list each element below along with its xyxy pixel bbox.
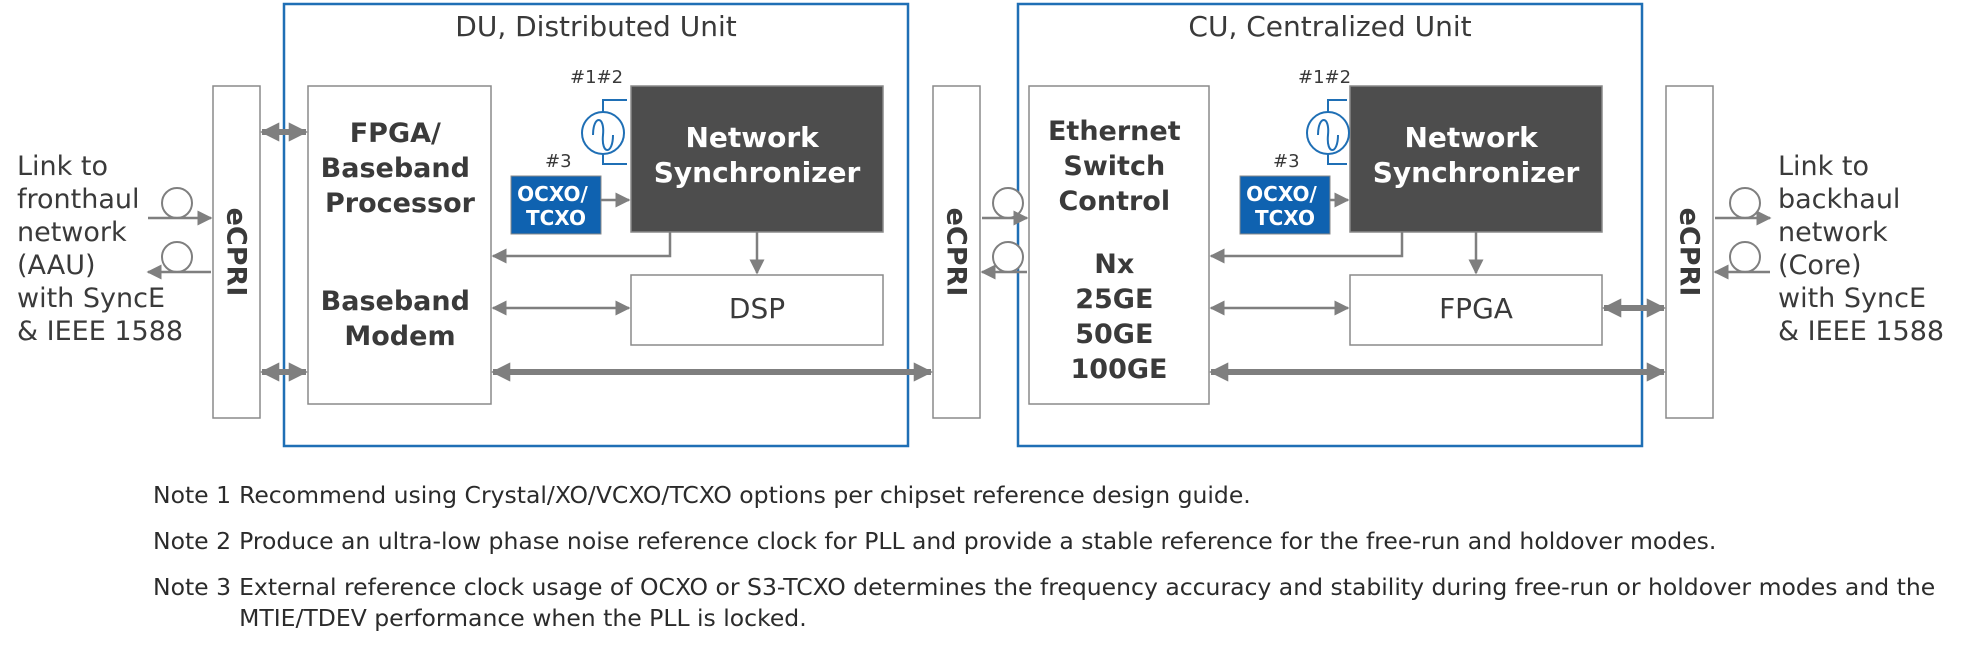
ecpri-middle-bar (932, 85, 981, 419)
du-sync-to-processor-arrow (491, 232, 672, 264)
du-dsp-box (630, 274, 884, 346)
note-3: Note 3 External reference clock usage of… (153, 572, 1943, 634)
du-ref-label-3: #3 (545, 151, 572, 172)
fronthaul-fiber-in-icon (148, 187, 213, 226)
du-processor-label: FPGA/ Baseband Processor (321, 118, 480, 219)
du-title: DU, Distributed Unit (455, 10, 736, 43)
note-label: Note 1 (153, 481, 232, 509)
du-sync-label: Network Synchronizer (654, 121, 861, 189)
du-network-synchronizer (630, 85, 884, 233)
link-backhaul-label: Link to backhaul network (Core) with Syn… (1778, 151, 1944, 347)
ecpri-left-bar (212, 85, 261, 419)
note-label: Note 3 (153, 573, 232, 601)
ecpri-right-label: eCPRI (1674, 208, 1705, 297)
du-dsp-label: DSP (729, 292, 785, 325)
cu-sync-to-switch-arrow (1209, 232, 1404, 264)
note-text: External reference clock usage of OCXO o… (239, 573, 1936, 632)
du-unit-frame (282, 2, 910, 448)
note-text: Produce an ultra-low phase noise referen… (239, 527, 1717, 555)
notes-section: Note 1 Recommend using Crystal/XO/VCXO/T… (153, 480, 1943, 649)
ecpri-middle-label: eCPRI (941, 208, 972, 297)
cu-ocxo-tcxo-box (1239, 175, 1331, 235)
midhaul-fiber-in-icon (982, 187, 1029, 226)
cu-ref-label-3: #3 (1273, 151, 1300, 172)
ecpri-right-bar (1665, 85, 1714, 419)
midhaul-fiber-out-icon (980, 241, 1027, 280)
du-clock-oscillator-icon (581, 99, 627, 165)
du-ocxo-tcxo-box (510, 175, 602, 235)
cu-fpga-box (1349, 274, 1603, 346)
cu-switch-label: Ethernet Switch Control Nx 25GE 50GE 100… (1048, 116, 1190, 385)
du-ocxo-tcxo-label: OCXO/ TCXO (517, 182, 595, 230)
cu-sync-label: Network Synchronizer (1373, 121, 1580, 189)
note-1: Note 1 Recommend using Crystal/XO/VCXO/T… (153, 480, 1943, 511)
du-modem-label: Baseband Modem (321, 286, 480, 352)
ecpri-left-label: eCPRI (221, 208, 252, 297)
cu-clock-oscillator-icon (1306, 99, 1350, 165)
cu-ref-label-12: #1#2 (1298, 67, 1351, 88)
du-ref-label-12: #1#2 (570, 67, 623, 88)
cu-title: CU, Centralized Unit (1188, 10, 1471, 43)
ran-sync-block-diagram: DU, Distributed Unit CU, Centralized Uni… (17, 2, 1944, 448)
cu-network-synchronizer (1349, 85, 1603, 233)
cu-switch-box (1028, 85, 1210, 405)
cu-ocxo-tcxo-label: OCXO/ TCXO (1246, 182, 1324, 230)
backhaul-fiber-out-icon (1715, 187, 1772, 226)
note-label: Note 2 (153, 527, 232, 555)
link-fronthaul-label: Link to fronthaul network (AAU) with Syn… (17, 151, 183, 347)
note-text: Recommend using Crystal/XO/VCXO/TCXO opt… (239, 481, 1251, 509)
backhaul-fiber-in-icon (1713, 241, 1770, 280)
fronthaul-fiber-out-icon (146, 241, 211, 280)
du-processor-box (307, 85, 492, 405)
cu-fpga-label: FPGA (1439, 292, 1513, 325)
note-2: Note 2 Produce an ultra-low phase noise … (153, 526, 1943, 557)
